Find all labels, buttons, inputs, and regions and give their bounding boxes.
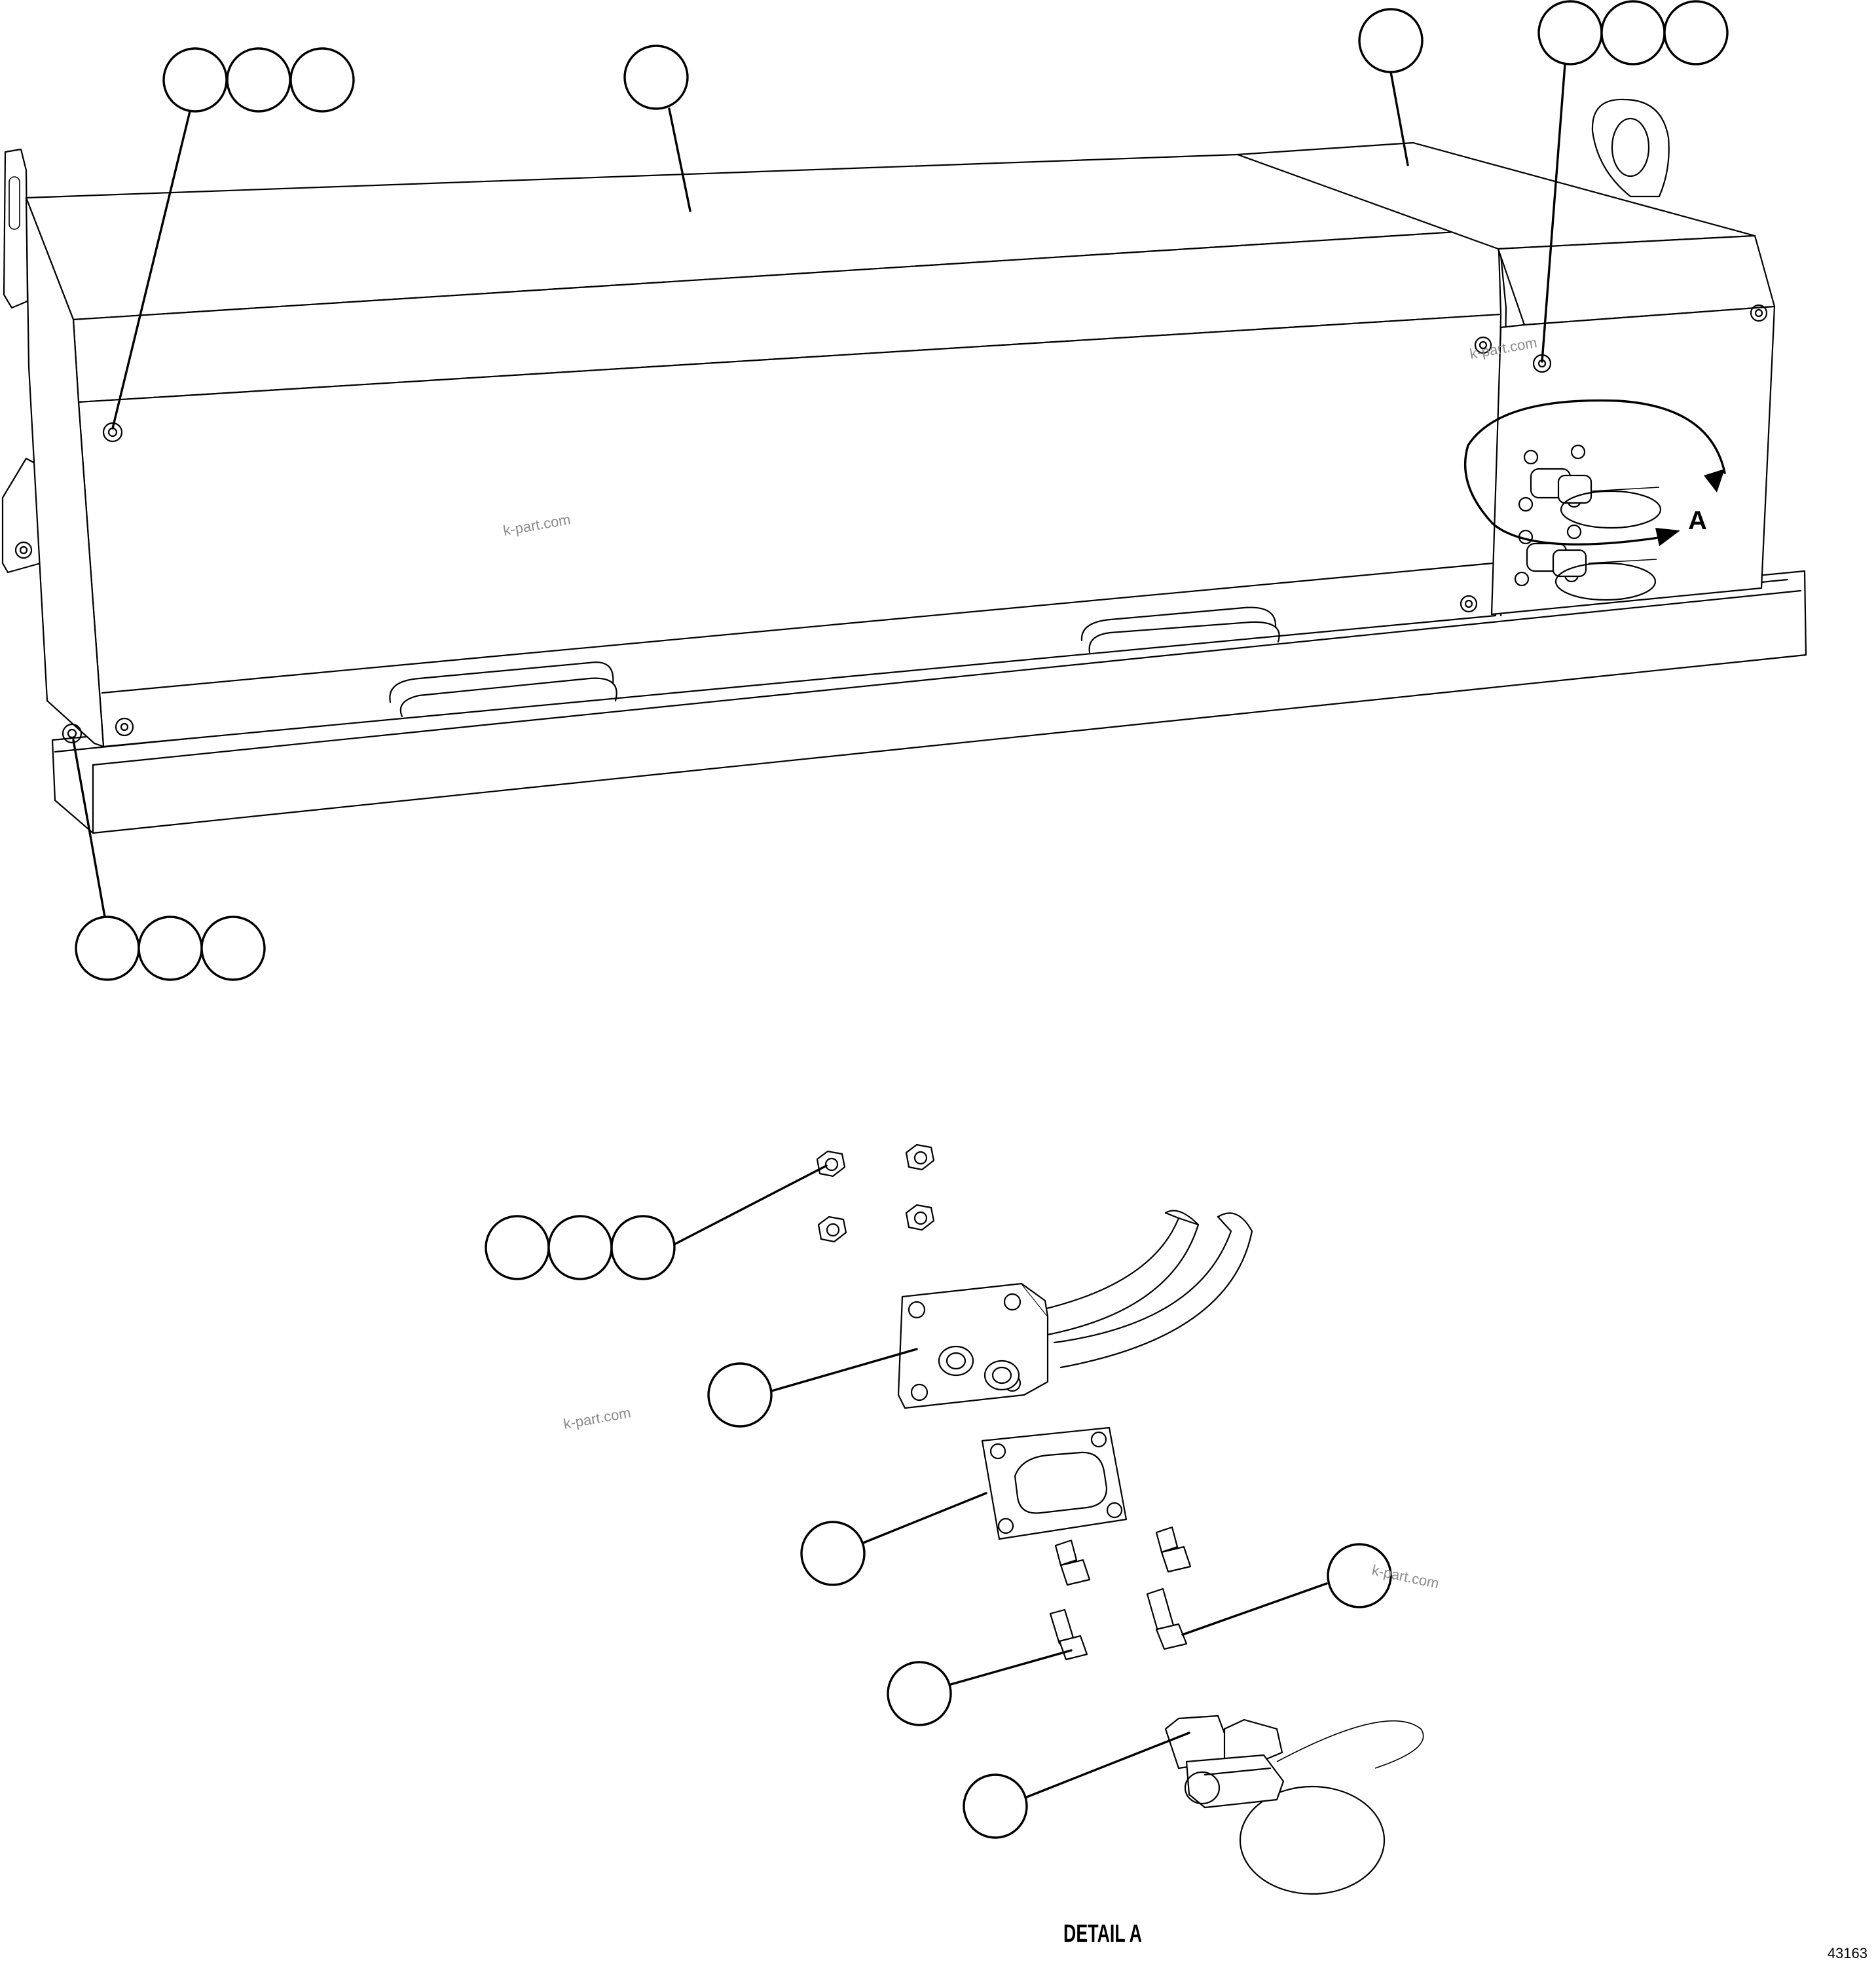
coupler-plate [897,1282,1049,1409]
box-bolts [62,304,1768,744]
front-handle-right [1080,606,1280,654]
bolts [1049,1526,1192,1661]
coupler-assembly [1514,444,1662,601]
arrowhead-icon [1704,469,1725,492]
watermark-text: k-part.com [562,1404,633,1432]
callout-group-nuts [485,1164,828,1280]
callout-bolt-right [1181,1543,1392,1636]
gasket [981,1426,1128,1540]
right-lifting-eye [1591,98,1670,198]
main-box [25,153,1507,748]
callout-quick-coupler [963,1732,1190,1839]
figure-number: 43163 [1828,1945,1867,1961]
detail-a-callout: A [1463,399,1726,546]
callout-end-lid [1358,8,1424,166]
end-compartment [1236,141,1776,616]
detail-reference-letter: A [1688,506,1707,535]
main-assembly: A [1,98,1807,834]
callout-bubbles-main [72,0,1729,981]
arrowhead-icon [1655,528,1680,546]
front-handle-left [389,661,617,718]
callout-top-panel [623,45,691,212]
callout-bolt-left [887,1649,1073,1726]
callout-group-top-right [1537,0,1729,363]
quick-coupler [1164,1715,1424,1895]
callout-group-top-left [111,47,355,430]
detail-a-exploded-view [485,1143,1424,1895]
detail-caption: DETAIL A [1063,1920,1142,1948]
callout-group-bottom-left [72,739,266,981]
callout-gasket [800,1492,987,1586]
nuts [816,1143,935,1243]
callout-coupler-plate [707,1348,918,1428]
hoses [1040,1210,1253,1369]
